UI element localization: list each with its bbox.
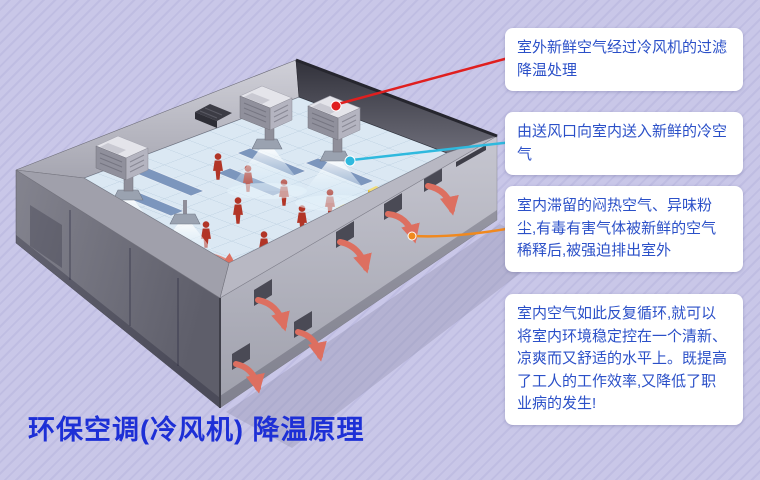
callout-dot-fresh-air (330, 100, 342, 112)
roof-vent (195, 104, 232, 128)
exhaust-arrow (337, 239, 372, 274)
callout-text: 由送风口向室内送入新鲜的冷空气 (517, 123, 728, 163)
exhaust-arrow (255, 297, 290, 332)
building-shadow (226, 224, 548, 448)
page-title: 环保空调(冷风机) 降温原理 (28, 415, 365, 445)
callout-text: 室内滞留的闷热空气、异味粉尘,有毒有害气体被新鲜的空气稀释后,被强迫排出室外 (517, 197, 717, 259)
callout-text: 室外新鲜空气经过冷风机的过滤降温处理 (517, 39, 728, 79)
callout-dot-forced-exhaust (407, 231, 417, 241)
callout-fresh-air-intake: 室外新鲜空气经过冷风机的过滤降温处理 (505, 28, 743, 91)
callout-connectors (330, 55, 514, 241)
callout-text: 室内空气如此反复循环,就可以将室内环境稳定控在一个清新、凉爽而又舒适的水平上。既… (517, 305, 728, 412)
exhaust-arrow (233, 361, 265, 394)
exhaust-arrow (425, 183, 459, 216)
callout-cold-air-supply: 由送风口向室内送入新鲜的冷空气 (505, 112, 743, 175)
exhaust-arrow (295, 329, 327, 362)
callout-line-forced-exhaust (412, 226, 514, 238)
callout-circulation-result: 室内空气如此反复循环,就可以将室内环境稳定控在一个清新、凉爽而又舒适的水平上。既… (505, 294, 743, 425)
roof-parapet (15, 58, 498, 408)
callout-line-cold-air-supply (350, 140, 514, 162)
window-slit (456, 145, 486, 167)
callout-forced-exhaust: 室内滞留的闷热空气、异味粉尘,有毒有害气体被新鲜的空气稀释后,被强迫排出室外 (505, 186, 743, 272)
callout-dot-cold-air-supply (344, 155, 356, 167)
callout-line-fresh-air (336, 55, 514, 106)
